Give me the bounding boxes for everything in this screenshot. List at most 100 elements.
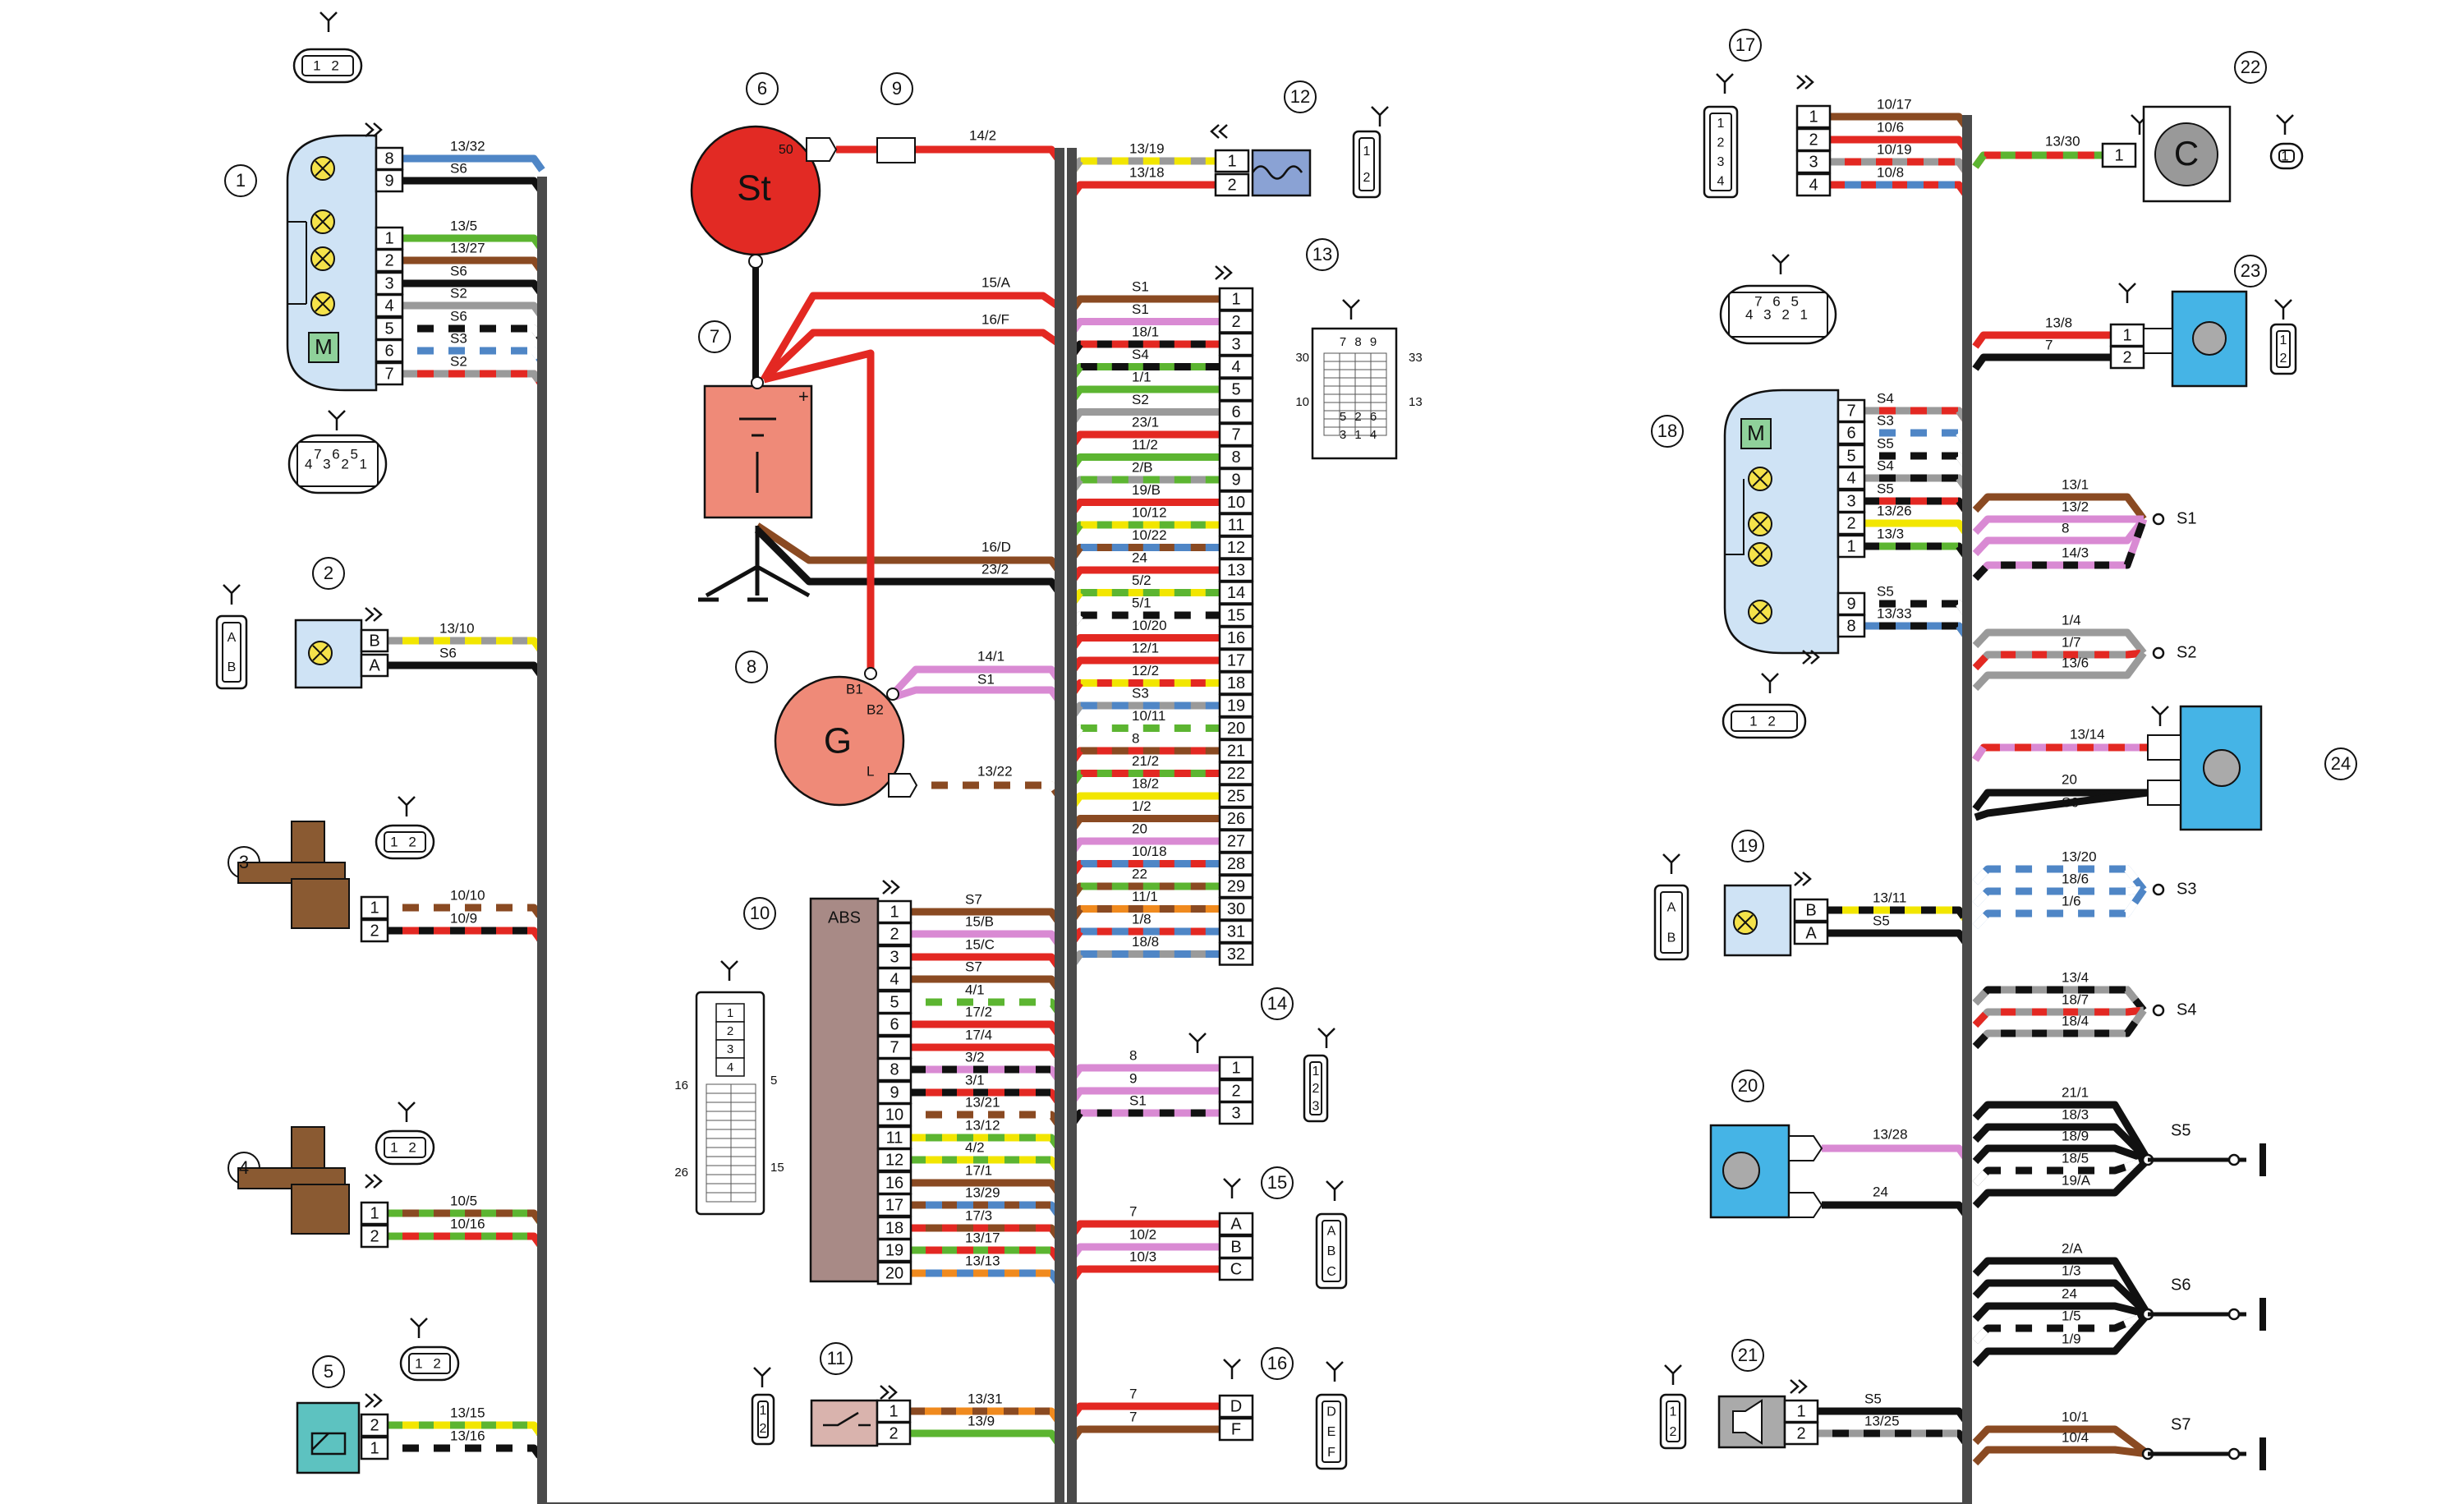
- pin-c13-label: 6: [1231, 403, 1240, 421]
- lamp-cross: [1752, 604, 1768, 620]
- plug-fork-icon: [319, 11, 338, 32]
- pin-c13: [1218, 671, 1254, 695]
- component-number: 7: [710, 326, 719, 347]
- plug-c13-grid: [1323, 361, 1340, 370]
- connector-arrows-icon: [1796, 75, 1814, 90]
- plug-c10-grid: [706, 1174, 732, 1184]
- pin-c13-label: 15: [1227, 606, 1245, 624]
- plug-inner: [1660, 891, 1683, 954]
- wire-label: 15/A: [981, 274, 1011, 290]
- component-18-body: [1723, 389, 1840, 655]
- wire-abs: [911, 975, 1063, 993]
- wire-label: S2: [1132, 392, 1149, 407]
- component-number: 13: [1312, 244, 1332, 264]
- motor-icon: [1740, 418, 1772, 449]
- component-number: 22: [2241, 57, 2260, 77]
- wire-label: 1/4: [2062, 612, 2081, 628]
- plug-pins-label: 1 2: [390, 1139, 420, 1155]
- pin-c19: [1793, 921, 1829, 945]
- wire-label: 16/F: [981, 311, 1009, 327]
- pin-c13-label: 12: [1227, 539, 1245, 557]
- wire-c1: [402, 256, 545, 274]
- pin-c13: [1218, 287, 1254, 311]
- pin-abs-label: 9: [890, 1083, 899, 1102]
- pin-c11: [876, 1421, 912, 1446]
- wire-c1: [402, 279, 545, 297]
- pin-c1: [375, 146, 404, 171]
- wire-splices.s4.name-stripe: [1972, 1006, 2145, 1028]
- splice-label: S6: [2171, 1276, 2190, 1294]
- plug-c13-grid: [1339, 369, 1356, 379]
- pin-c13-label: 7: [1231, 425, 1240, 444]
- pin-c13-label: 28: [1227, 855, 1245, 873]
- wire-label: 7: [1129, 1386, 1137, 1401]
- pin-c13-label: 31: [1227, 922, 1245, 941]
- wire-c20: [1822, 1144, 1970, 1162]
- wire-ground: [1972, 1312, 2151, 1368]
- plug-pins-label: 7 8 9: [1340, 335, 1379, 349]
- ground-point: [2227, 1447, 2241, 1460]
- plug-c10-grid: [730, 1111, 756, 1121]
- pin-c5-label: 1: [370, 1439, 379, 1457]
- pin-c14-label: 3: [1231, 1104, 1240, 1122]
- wire-c19: [1827, 929, 1970, 947]
- pin-c23: [2109, 345, 2145, 370]
- pin-c13-label: 2: [1231, 313, 1240, 331]
- starter-terminal: [806, 137, 838, 162]
- wire-label: 17/4: [965, 1027, 992, 1042]
- wire-splices.s4.name-stripe: [1972, 986, 2147, 1013]
- plug-side-label: 10: [1295, 395, 1309, 409]
- wire-label: 13/10: [439, 620, 475, 636]
- pin-abs-label: 10: [885, 1106, 903, 1124]
- wire-label: 13/21: [965, 1094, 1000, 1110]
- pin-c13: [1218, 513, 1254, 537]
- component-5-body: [296, 1401, 361, 1474]
- pin-c18-label: 4: [1846, 469, 1855, 487]
- pin-c13: [1218, 558, 1254, 582]
- plug-c13-grid: [1354, 369, 1372, 379]
- plug-pin-label: E: [1327, 1425, 1336, 1439]
- wire-label: S6: [450, 308, 467, 324]
- plug-fork-icon: [720, 960, 738, 981]
- pin-c18: [1837, 591, 1866, 616]
- wire-splices.s3.name-stripe: [1972, 885, 2145, 908]
- pin-sensor-label: 1: [370, 1204, 379, 1222]
- splice-label: S7: [2171, 1415, 2190, 1433]
- pin-c16-label: D: [1230, 1397, 1242, 1415]
- pin-c1-label: 9: [384, 172, 393, 190]
- wire-battery-gen: [762, 349, 875, 669]
- plug-pins-label: 1: [2281, 148, 2292, 163]
- wire-label: 20: [2062, 771, 2077, 787]
- pin-abs: [876, 1193, 913, 1217]
- pin-c12: [1214, 149, 1250, 173]
- component-number: 3: [239, 852, 249, 872]
- wire-label: 10/10: [450, 887, 485, 903]
- plug-c13-grid: [1323, 385, 1340, 395]
- pin-c18-label: 5: [1846, 447, 1855, 465]
- compressor-label: C: [2174, 134, 2199, 172]
- battery-cells: [739, 417, 776, 493]
- plug-inner: [408, 1353, 451, 1374]
- plug-fork-icon: [1371, 106, 1389, 126]
- pin-c18-label: 7: [1846, 402, 1855, 420]
- plug-fork-icon: [1664, 1364, 1682, 1385]
- wire-ground: [1972, 1302, 2149, 1322]
- wire-label: S2: [450, 285, 467, 301]
- pin-c19: [1793, 898, 1829, 922]
- plug-c10-grid: [706, 1147, 732, 1157]
- connector-arrows-icon: [1794, 872, 1812, 886]
- pin-c13: [1218, 874, 1254, 899]
- wire-c9: [915, 145, 1063, 163]
- motor-icon: [308, 332, 339, 363]
- plug-pin-label: A: [228, 631, 237, 645]
- wire-label: S1: [1132, 278, 1149, 294]
- wire-label: 10/11: [1132, 708, 1165, 724]
- wire-label: 13/32: [450, 138, 485, 154]
- pin-c13-label: 8: [1231, 448, 1240, 467]
- wire-label: S1: [977, 671, 995, 687]
- plug-pin-label: D: [1326, 1405, 1336, 1419]
- component-number: 4: [239, 1157, 249, 1178]
- wire-c19-stripe: [1827, 906, 1970, 924]
- pin-sensor-label: 1: [370, 899, 379, 917]
